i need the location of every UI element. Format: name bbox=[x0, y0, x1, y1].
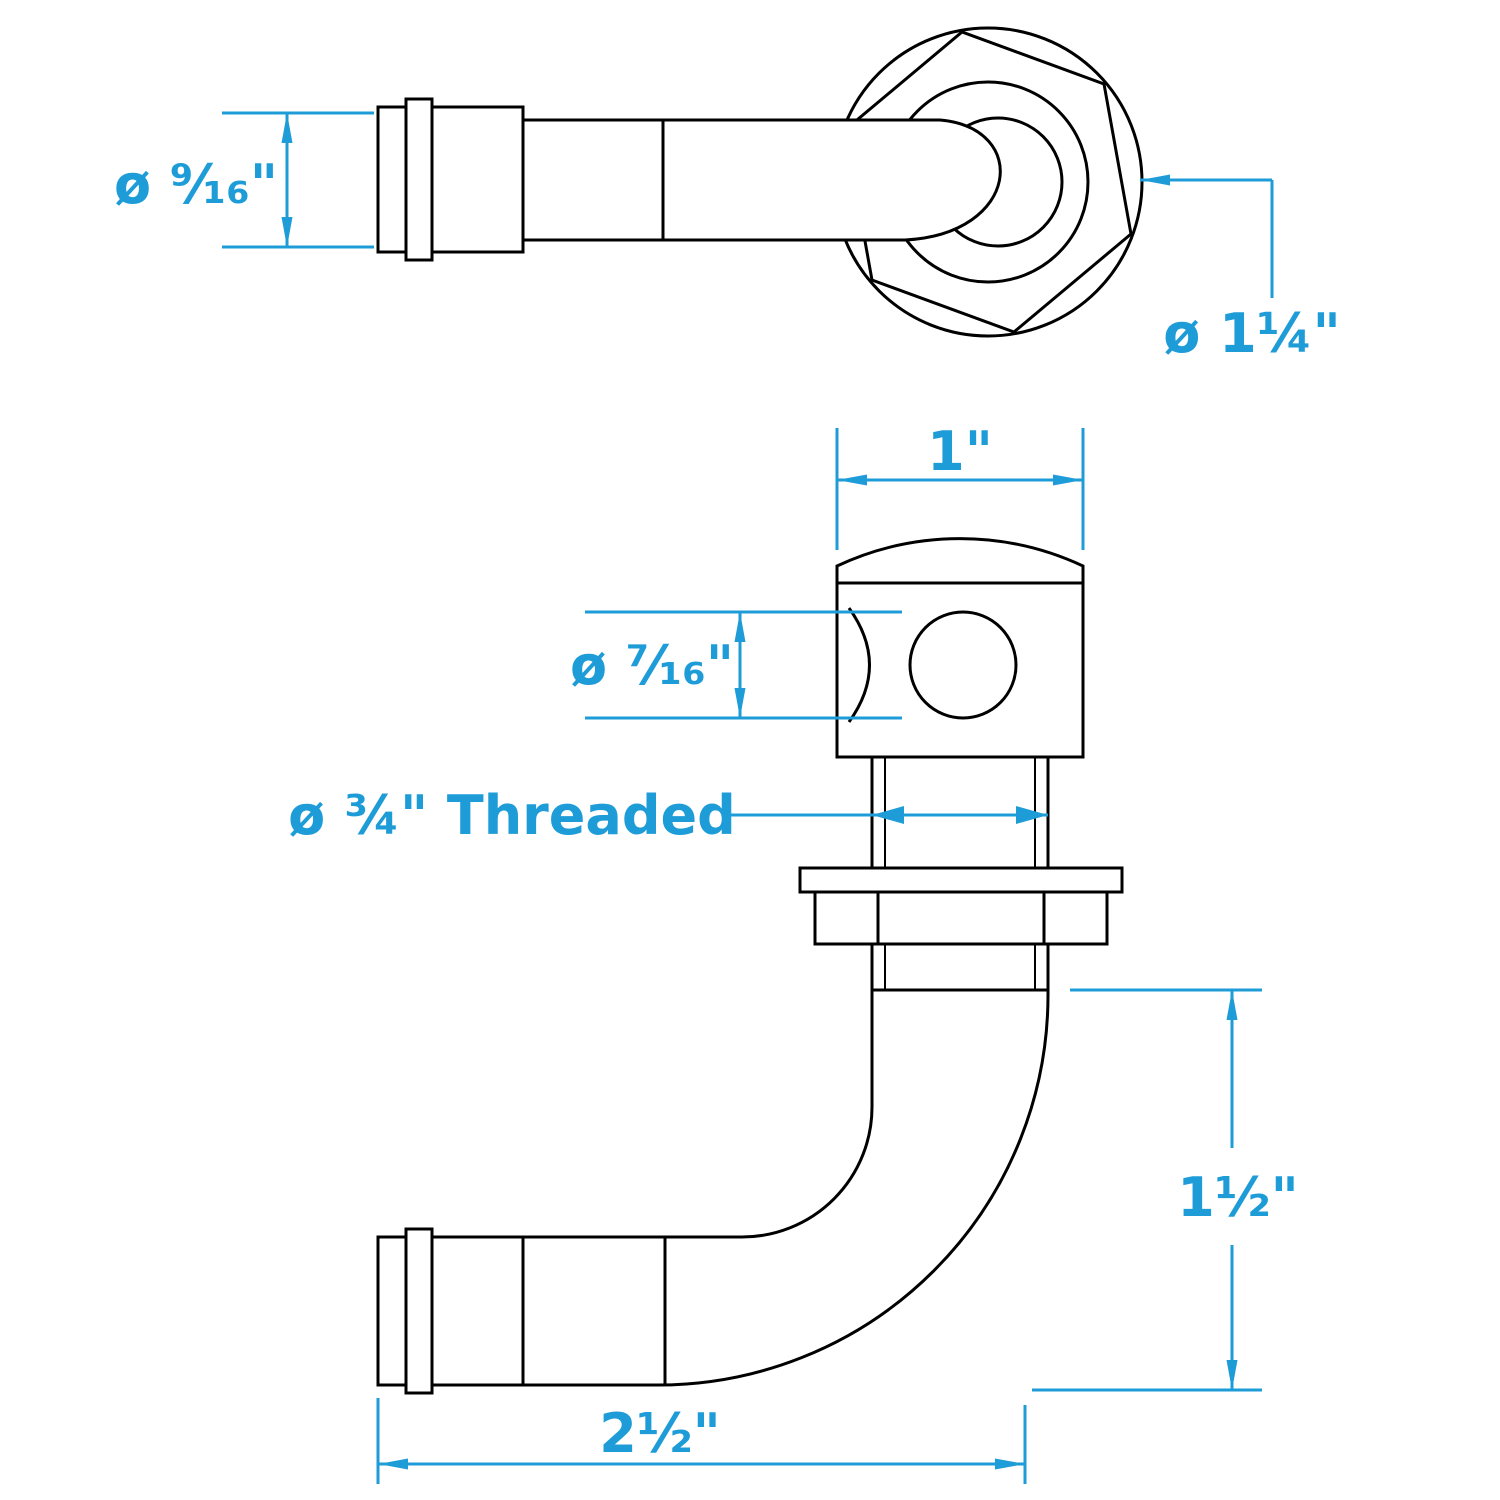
hose-barb bbox=[376, 1235, 525, 1387]
side-hole bbox=[908, 610, 1018, 720]
hex-lock-nut bbox=[813, 890, 1109, 946]
vertical-height-label: 1½" bbox=[1177, 1166, 1299, 1229]
arrowhead-left bbox=[872, 806, 904, 824]
washer-flange bbox=[798, 866, 1124, 894]
side-hole-edge-arc bbox=[847, 607, 871, 723]
hose-barb bbox=[376, 105, 525, 254]
dimension-side-hole: ø ⁷⁄₁₆" bbox=[570, 610, 902, 720]
barb-diameter-label: ø ⁹⁄₁₆" bbox=[114, 153, 278, 216]
dimension-vertical-height: 1½" bbox=[1032, 988, 1299, 1392]
dimension-annotations: ø ⁹⁄₁₆" ø 1¼" 1" ø ⁷⁄₁₆" ø ¾" Threa bbox=[114, 111, 1341, 1484]
body-width-label: 1" bbox=[927, 420, 993, 483]
dimension-barb-diameter: ø ⁹⁄₁₆" bbox=[114, 111, 374, 249]
dimension-overall-length: 2½" bbox=[376, 1398, 1027, 1484]
dimension-flange-diameter: ø 1¼" bbox=[1140, 174, 1341, 365]
side-hole-label: ø ⁷⁄₁₆" bbox=[570, 634, 734, 697]
barb-ring bbox=[404, 97, 434, 262]
thread-label: ø ¾" Threaded bbox=[288, 784, 736, 847]
barb-ring bbox=[404, 1227, 434, 1395]
flange-diameter-label: ø 1¼" bbox=[1163, 302, 1341, 365]
dimension-thread: ø ¾" Threaded bbox=[288, 784, 1048, 847]
elbow-pipe bbox=[521, 942, 1050, 1387]
dome-cap bbox=[835, 537, 1085, 585]
dimension-body-width: 1" bbox=[835, 420, 1085, 550]
tube-body bbox=[523, 118, 1002, 242]
arrowhead-right bbox=[1016, 806, 1048, 824]
front-view-fitting bbox=[376, 537, 1124, 1395]
top-view-fitting bbox=[376, 26, 1144, 338]
overall-length-label: 2½" bbox=[599, 1402, 721, 1465]
